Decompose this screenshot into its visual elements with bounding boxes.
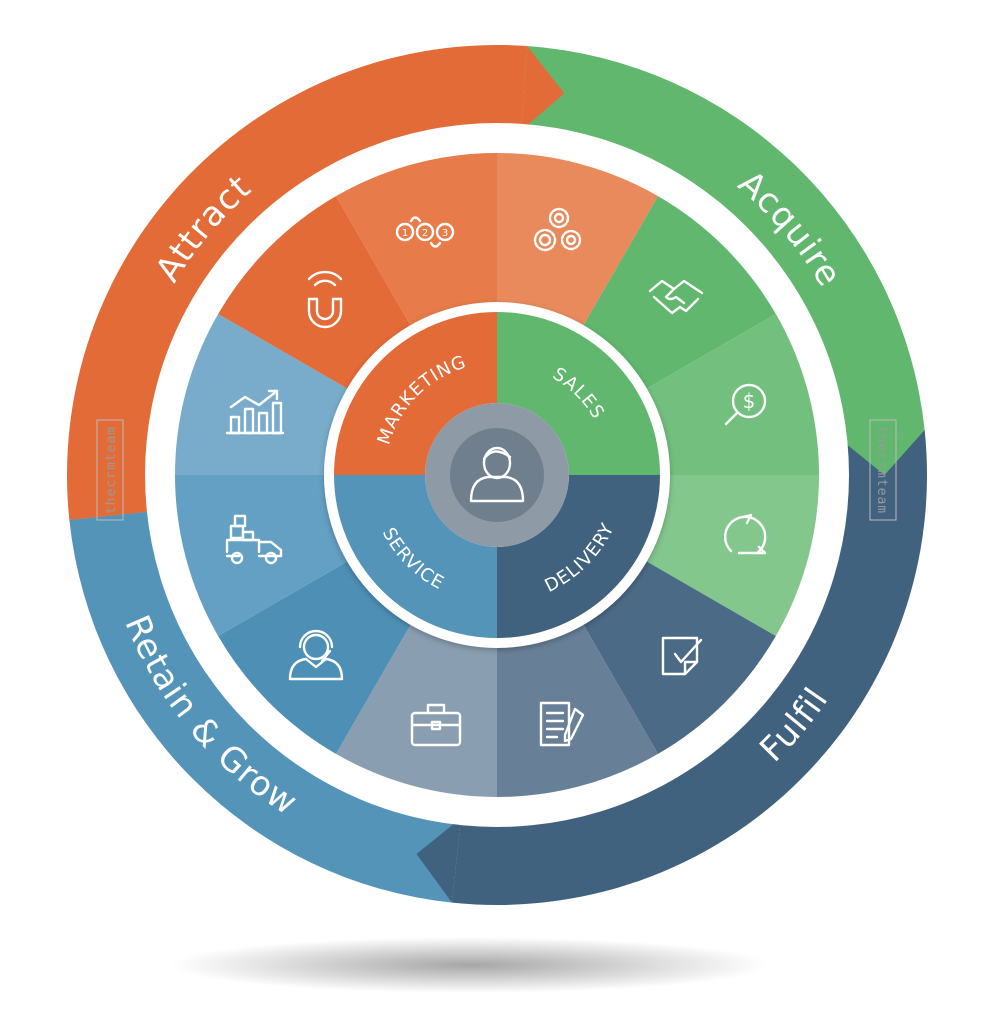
segment-growth-chart [218, 196, 411, 389]
segment-briefcase [218, 561, 411, 754]
segment-magnet [336, 153, 497, 327]
outer-arrowhead-acquire [840, 430, 925, 475]
svg-text:2: 2 [422, 228, 428, 239]
inner-segment-service [334, 475, 497, 638]
inner-segment-delivery [497, 475, 660, 638]
segment-ring [175, 153, 819, 797]
handshake-icon [648, 279, 704, 315]
watermark-right-text: thecrmteam [874, 426, 889, 514]
numbered-steps-icon: 1 2 3 [395, 216, 455, 248]
segment-numbered-steps [497, 153, 658, 327]
watermark-left: thecrmteam [96, 419, 124, 521]
signed-note-icon [661, 636, 703, 676]
gears-dollar-icon [533, 207, 582, 252]
segment-cycle-arrow [583, 561, 776, 754]
outer-segment-attract [67, 45, 527, 520]
outer-segment-acquire [521, 46, 925, 439]
document-pen-icon [539, 701, 585, 747]
svg-text:1: 1 [402, 228, 408, 239]
delivery-truck-icon [225, 514, 283, 565]
floor-shadow [170, 937, 770, 993]
briefcase-icon [410, 703, 462, 747]
outer-arrowhead-fulfil [416, 818, 461, 903]
support-agent-icon [288, 629, 344, 681]
cycle-arrow-icon [724, 513, 767, 555]
segment-gears-dollar [583, 196, 776, 389]
outer-segment-retain-grow [69, 511, 461, 903]
inner-segment-sales [497, 312, 660, 475]
dollar-magnifier-icon: $ [724, 383, 767, 426]
segment-icons: 1 2 3 $ [225, 207, 767, 747]
segment-document-pen [336, 623, 497, 797]
center-inner-disc [450, 428, 544, 522]
segment-handshake [645, 314, 819, 475]
growth-chart-icon [225, 389, 285, 435]
segment-dollar-magnifier [645, 475, 819, 636]
outer-ring [67, 45, 927, 905]
outer-arrowhead-attract [521, 46, 565, 131]
segment-delivery-truck [175, 314, 349, 475]
magnet-icon [307, 270, 343, 329]
outer-segment-fulfil [452, 430, 927, 905]
svg-text:3: 3 [442, 228, 448, 239]
watermark-right: thecrmteam [869, 419, 897, 521]
user-avatar-icon [469, 446, 525, 503]
svg-text:$: $ [743, 389, 756, 413]
inner-segment-marketing [334, 312, 497, 475]
watermark-left-text: thecrmteam [104, 426, 119, 514]
